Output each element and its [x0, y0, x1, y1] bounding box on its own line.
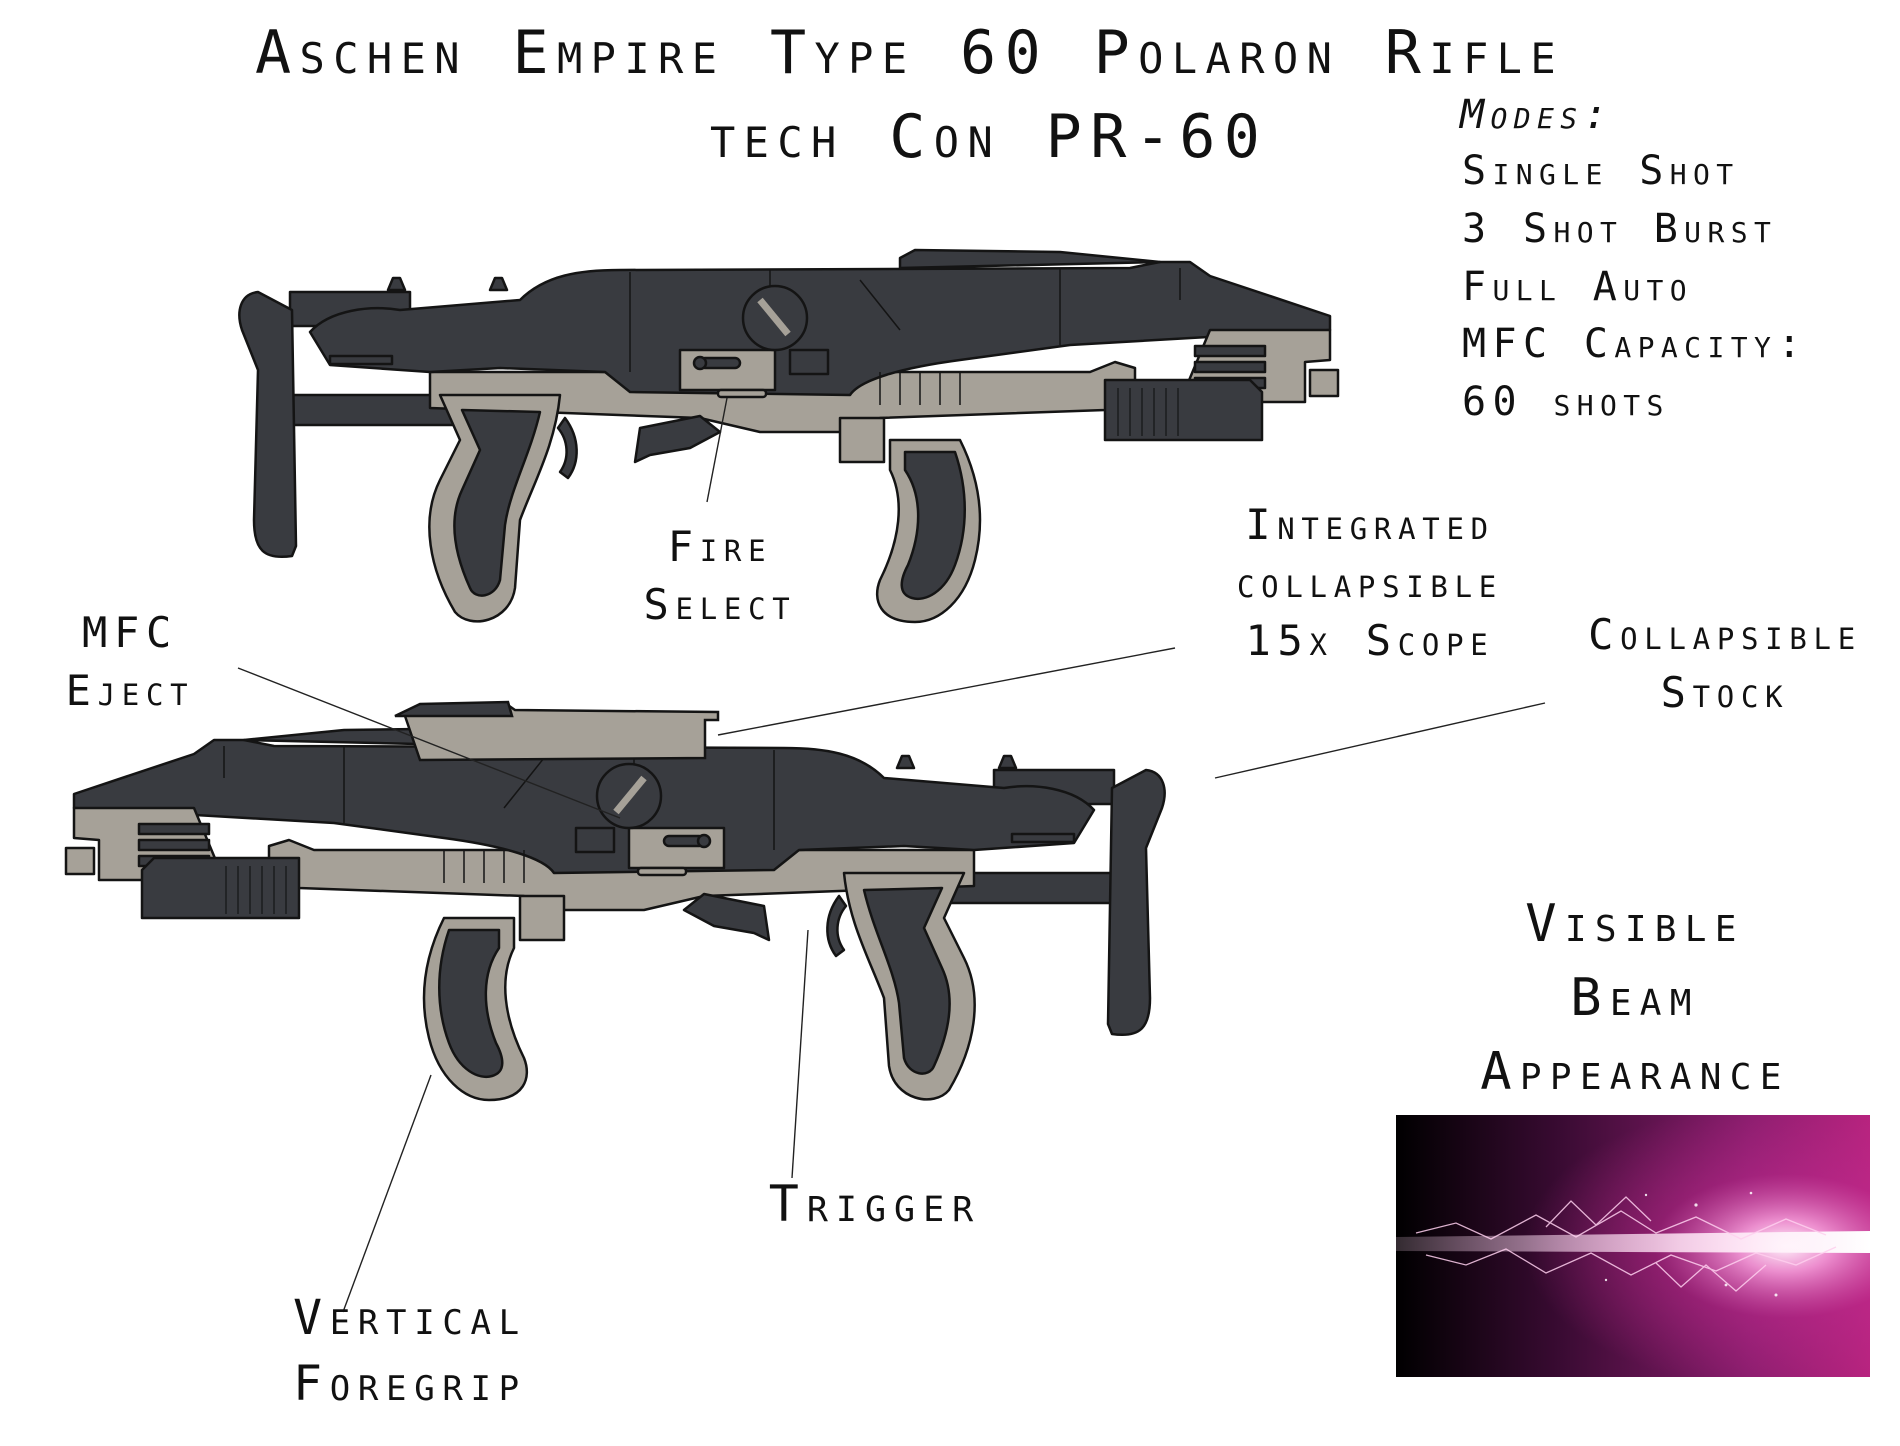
callout-mfc-eject: MFC Eject	[40, 604, 220, 720]
scope-line-2: collapsible	[1237, 557, 1503, 607]
beam-caption-line-3: Appearance	[1480, 1041, 1790, 1102]
callout-fire-select: Fire Select	[620, 518, 820, 634]
callout-leader-lines	[237, 397, 1546, 1313]
mode-single-shot: Single Shot	[1462, 148, 1740, 194]
mfc-eject-line-2: Eject	[65, 665, 195, 715]
scope-line-1: Integrated	[1245, 500, 1495, 549]
trigger-line-1: Trigger	[768, 1175, 982, 1233]
foregrip-line-2: Foregrip	[293, 1356, 527, 1413]
callout-vertical-foregrip: Vertical Foregrip	[255, 1285, 565, 1417]
foregrip-line-1: Vertical	[293, 1290, 527, 1346]
rifle-side-view-left	[66, 728, 1165, 1100]
callout-integrated-scope: Integrated collapsible 15x Scope	[1160, 496, 1580, 670]
stock-line-2: Stock	[1660, 667, 1790, 717]
title-line-1: Aschen Empire Type 60 Polaron Rifle	[255, 18, 1565, 88]
beam-caption: Visible Beam Appearance	[1440, 888, 1830, 1109]
capacity-label: MFC Capacity:	[1462, 321, 1808, 367]
mode-full-auto: Full Auto	[1462, 264, 1693, 310]
beam-caption-line-2: Beam	[1570, 967, 1700, 1028]
modes-heading: Modes:	[1460, 92, 1614, 138]
callout-collapsible-stock: Collapsible Stock	[1565, 606, 1885, 722]
fire-select-line-1: Fire	[667, 522, 773, 571]
mfc-eject-line-1: MFC	[81, 608, 179, 657]
fire-select-line-2: Select	[643, 579, 797, 629]
callout-trigger: Trigger	[735, 1170, 1015, 1239]
beam-appearance-image	[1396, 1115, 1870, 1377]
beam-caption-line-1: Visible	[1525, 894, 1745, 954]
stock-line-1: Collapsible	[1588, 610, 1862, 659]
title-line-2: tech Con PR-60	[710, 102, 1269, 172]
capacity-value: 60 shots	[1462, 379, 1670, 425]
scope-line-3: 15x Scope	[1245, 615, 1495, 665]
mode-burst: 3 Shot Burst	[1462, 206, 1778, 252]
scope-cap	[394, 700, 514, 718]
